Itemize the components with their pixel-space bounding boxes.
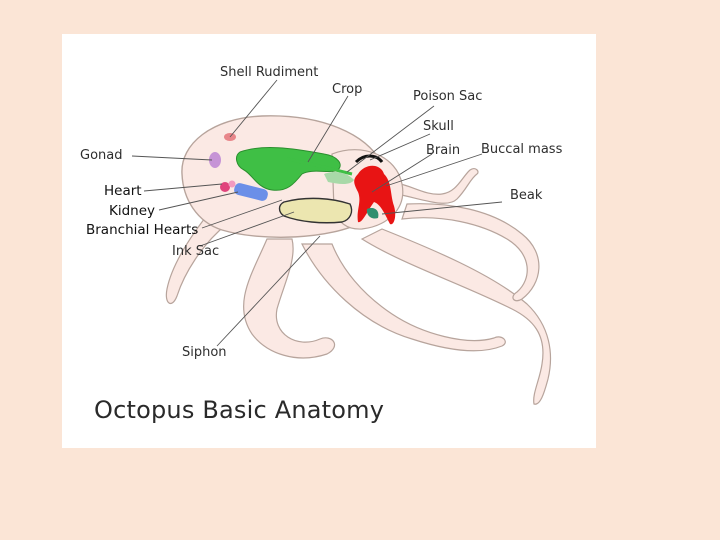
label-gonad: Gonad xyxy=(80,149,123,163)
label-branchial-hearts: Branchial Hearts xyxy=(86,223,198,237)
label-crop: Crop xyxy=(332,83,362,97)
diagram-title: Octopus Basic Anatomy xyxy=(94,396,384,424)
label-kidney: Kidney xyxy=(109,204,155,218)
label-siphon: Siphon xyxy=(182,346,227,360)
label-buccal-mass: Buccal mass xyxy=(481,143,562,157)
label-beak: Beak xyxy=(510,189,542,203)
branchial-heart-organ xyxy=(229,181,236,188)
heart-organ xyxy=(220,182,230,192)
label-skull: Skull xyxy=(423,120,454,134)
diagram-panel: Shell Rudiment Crop Poison Sac Skull Gon… xyxy=(62,34,596,448)
leader-skull xyxy=(370,134,430,160)
label-heart: Heart xyxy=(104,184,142,198)
label-shell-rudiment: Shell Rudiment xyxy=(220,66,318,80)
octopus-illustration xyxy=(62,34,596,448)
label-brain: Brain xyxy=(426,144,460,158)
label-poison-sac: Poison Sac xyxy=(413,90,482,104)
arm-upper-right xyxy=(397,169,478,204)
label-ink-sac: Ink Sac xyxy=(172,245,219,259)
